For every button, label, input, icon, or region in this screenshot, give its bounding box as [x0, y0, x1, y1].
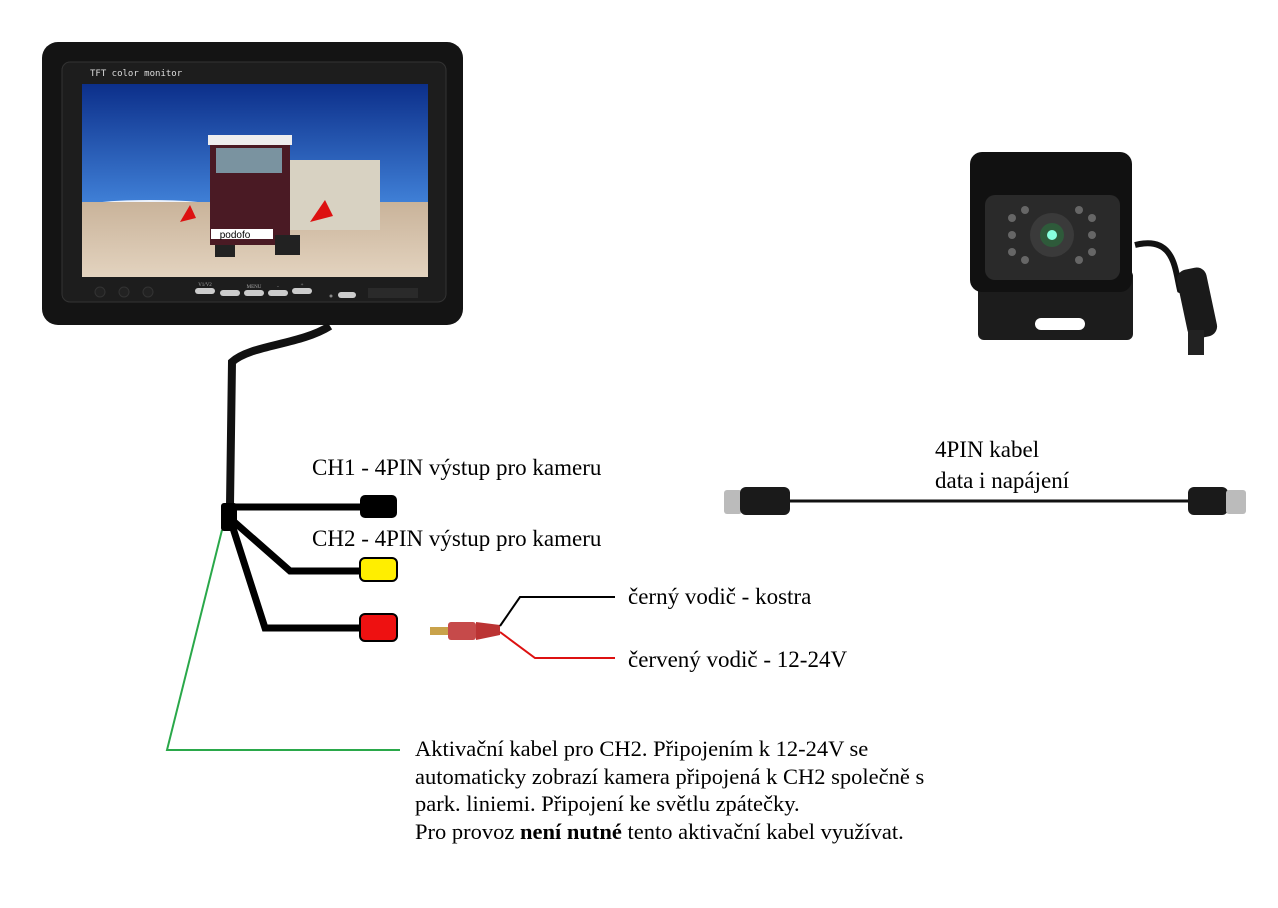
power-connector [359, 613, 398, 642]
ch1-connector [360, 495, 397, 518]
svg-text:V1/V2: V1/V2 [198, 283, 212, 288]
black-wire [499, 596, 615, 627]
4pin-extension-cable [724, 487, 1246, 515]
svg-text:+: + [301, 283, 304, 288]
camera [970, 152, 1218, 355]
dc-plug [430, 622, 500, 640]
cable-label-line2: data i napájení [935, 468, 1070, 493]
plus-button[interactable] [292, 288, 312, 294]
activation-wire [165, 529, 400, 751]
power-wire [228, 523, 362, 632]
note-line-1: Aktivační kabel pro CH2. Připojením k 12… [415, 736, 869, 761]
red-wire-label: červený vodič - 12-24V [628, 647, 848, 672]
monitor: podofo TFT color monitor V1/V2 MENU - + [42, 42, 463, 325]
monitor-bezel-label: TFT color monitor [90, 69, 183, 79]
activation-note: Aktivační kabel pro CH2. Připojením k 12… [415, 735, 924, 845]
junction-block [221, 503, 237, 531]
svg-text:MENU: MENU [247, 285, 262, 290]
note-emphasis: není nutné [520, 818, 622, 844]
black-wire-label: černý vodič - kostra [628, 584, 812, 609]
note-line-4-post: tento aktivační kabel využívat. [621, 818, 904, 844]
ch2-label: CH2 - 4PIN výstup pro kameru [312, 526, 602, 551]
monitor-cable [226, 322, 333, 506]
button-2[interactable] [220, 290, 240, 296]
note-line-4-pre: Pro provoz [415, 818, 520, 844]
v1v2-button[interactable] [195, 288, 215, 294]
svg-text:-: - [277, 285, 279, 290]
ch1-label: CH1 - 4PIN výstup pro kameru [312, 455, 602, 480]
monitor-buttons: V1/V2 MENU - + [94, 283, 418, 298]
ch2-connector [359, 557, 398, 582]
power-button[interactable] [338, 292, 356, 298]
ch2-wire [229, 517, 362, 575]
note-line-3: park. liniemi. Připojení ke světlu zpáte… [415, 791, 800, 816]
screen-watermark: podofo [220, 230, 251, 241]
minus-button[interactable] [268, 290, 288, 296]
cable-label-line1: 4PIN kabel [935, 437, 1040, 462]
note-line-2: automaticky zobrazí kamera připojená k C… [415, 763, 925, 789]
red-wire [499, 631, 615, 659]
menu-button[interactable] [244, 290, 264, 296]
monitor-screen [82, 84, 428, 277]
note-line-4: Pro provoz není nutné tento aktivační ka… [415, 818, 924, 846]
